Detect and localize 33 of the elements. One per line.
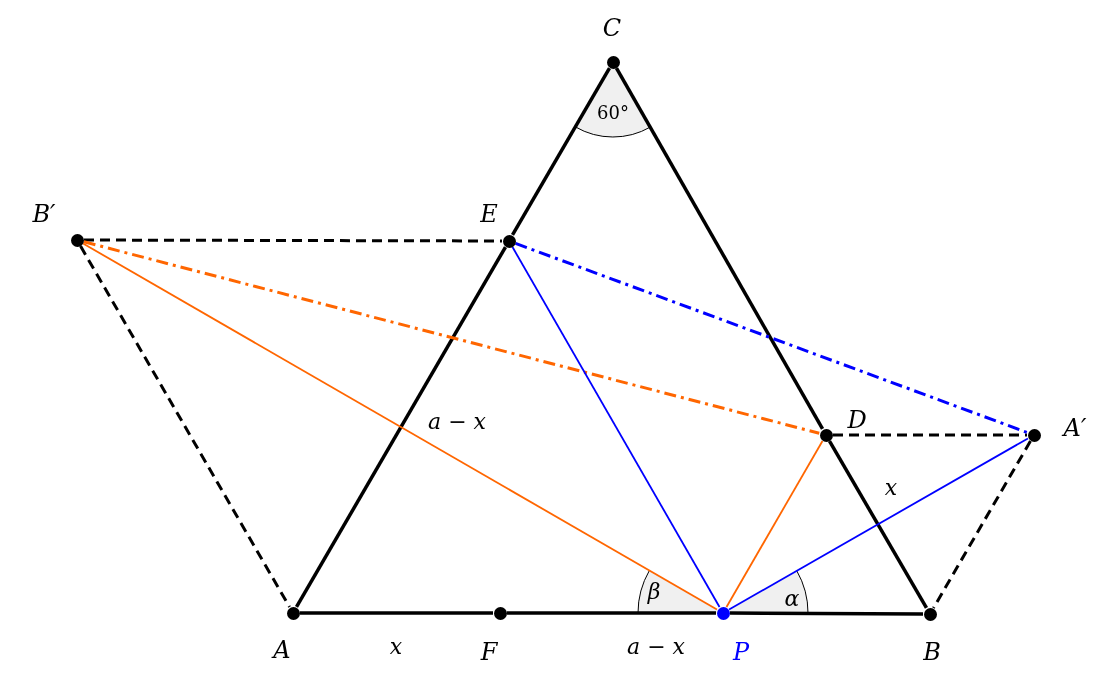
length-label: x: [884, 475, 898, 501]
angle-label: β: [647, 579, 661, 605]
angle-label: α: [784, 586, 800, 612]
dashed-line: [79, 245, 291, 608]
line-segment: [730, 611, 923, 616]
line-segment: [614, 67, 825, 430]
line-segment: [300, 611, 493, 615]
point-label: B′: [32, 200, 56, 228]
line-segment: [725, 440, 824, 608]
line-segment: [828, 440, 928, 609]
point-label: D: [847, 406, 867, 434]
point-label: C: [602, 14, 622, 42]
point-label: A: [273, 636, 291, 664]
dashed-line: [83, 240, 820, 435]
length-label: a − x: [428, 409, 486, 435]
length-label: a − x: [627, 634, 685, 660]
dashed-line: [833, 433, 1027, 437]
length-label: x: [389, 634, 403, 660]
line-segment: [511, 246, 721, 608]
line-segment: [728, 437, 1029, 611]
line-segment: [82, 242, 718, 611]
point-label: E: [480, 200, 498, 228]
point-label: P: [732, 638, 750, 666]
line-segment: [507, 611, 716, 615]
line-segment: [511, 67, 611, 236]
dashed-line: [515, 242, 1028, 434]
point-label: F: [480, 638, 498, 666]
dashed-line: [932, 440, 1032, 609]
point-label: B: [923, 638, 941, 666]
angle-label: 60°: [597, 101, 629, 125]
line-segment: [295, 246, 507, 608]
dashed-line: [84, 238, 502, 243]
point-label: A′: [1063, 414, 1087, 442]
